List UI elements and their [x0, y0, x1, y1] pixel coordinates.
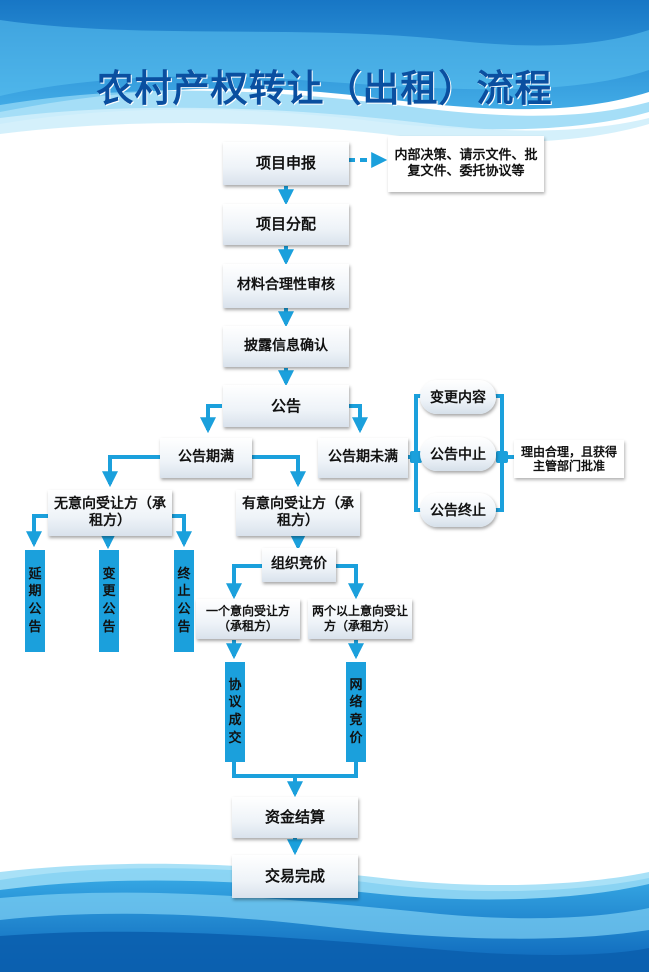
side-note-documents: 内部决策、请示文件、批复文件、委托协议等	[388, 136, 544, 192]
bar-change-notice: 变更公告	[99, 550, 119, 652]
step-project-declare: 项目申报	[223, 142, 349, 185]
step-disclosure-confirm: 披露信息确认	[223, 326, 349, 367]
step-one-party: 一个意向受让方（承租方）	[196, 599, 300, 639]
option-notice-suspend: 公告中止	[420, 437, 496, 471]
bar-extend-notice: 延期公告	[25, 550, 45, 652]
side-note-approval: 理由合理，且获得主管部门批准	[514, 440, 624, 478]
step-project-assign: 项目分配	[223, 204, 349, 245]
step-transaction-complete: 交易完成	[232, 855, 358, 898]
step-material-review: 材料合理性审核	[223, 264, 349, 308]
step-bidding: 组织竞价	[262, 548, 336, 582]
option-notice-terminate: 公告终止	[420, 493, 496, 527]
step-notice: 公告	[223, 385, 349, 427]
bar-online-bidding: 网络竞价	[346, 662, 366, 762]
bar-end-notice: 终止公告	[174, 550, 194, 652]
step-notice-not-expired: 公告期未满	[318, 438, 408, 478]
step-no-party: 无意向受让方（承租方）	[48, 490, 172, 536]
page-title: 农村产权转让（出租）流程	[96, 67, 553, 110]
option-change-content: 变更内容	[420, 380, 496, 414]
step-multi-party: 两个以上意向受让方（承租方）	[308, 599, 412, 639]
step-notice-expired: 公告期满	[160, 438, 252, 478]
step-fund-settlement: 资金结算	[232, 797, 358, 838]
step-has-party: 有意向受让方（承租方）	[236, 490, 360, 536]
bar-agreement-deal: 协议成交	[225, 662, 245, 762]
